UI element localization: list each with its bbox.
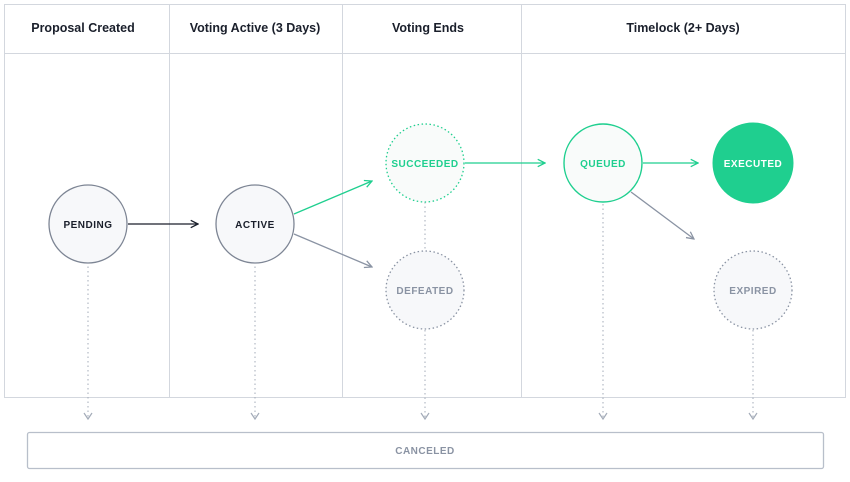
state-defeated-label: DEFEATED <box>396 286 453 297</box>
arrow-active-to-succeeded <box>293 181 372 215</box>
state-defeated: DEFEATED <box>385 250 465 330</box>
state-succeeded: SUCCEEDED <box>385 123 465 203</box>
state-expired: EXPIRED <box>713 250 793 330</box>
state-active-label: ACTIVE <box>235 220 275 231</box>
arrow-active-to-defeated <box>293 233 372 267</box>
state-canceled: CANCELED <box>26 431 825 470</box>
state-expired-label: EXPIRED <box>729 286 776 297</box>
column-header-voting-active: Voting Active (3 Days) <box>190 21 321 35</box>
column-header-timelock: Timelock (2+ Days) <box>626 21 739 35</box>
state-active: ACTIVE <box>215 184 295 264</box>
state-pending-label: PENDING <box>63 220 112 231</box>
cancel-drop-arrowheads <box>83 412 758 421</box>
state-pending: PENDING <box>48 184 128 264</box>
state-executed: EXECUTED <box>712 122 794 204</box>
state-executed-label: EXECUTED <box>724 159 782 170</box>
state-queued: QUEUED <box>563 123 643 203</box>
state-canceled-label: CANCELED <box>395 446 455 457</box>
column-header-proposal-created: Proposal Created <box>31 21 135 35</box>
state-queued-label: QUEUED <box>580 159 626 170</box>
cancel-drop-lines <box>87 202 754 417</box>
state-succeeded-label: SUCCEEDED <box>391 159 458 170</box>
arrow-queued-to-expired <box>630 191 694 239</box>
column-header-voting-ends: Voting Ends <box>392 21 464 35</box>
